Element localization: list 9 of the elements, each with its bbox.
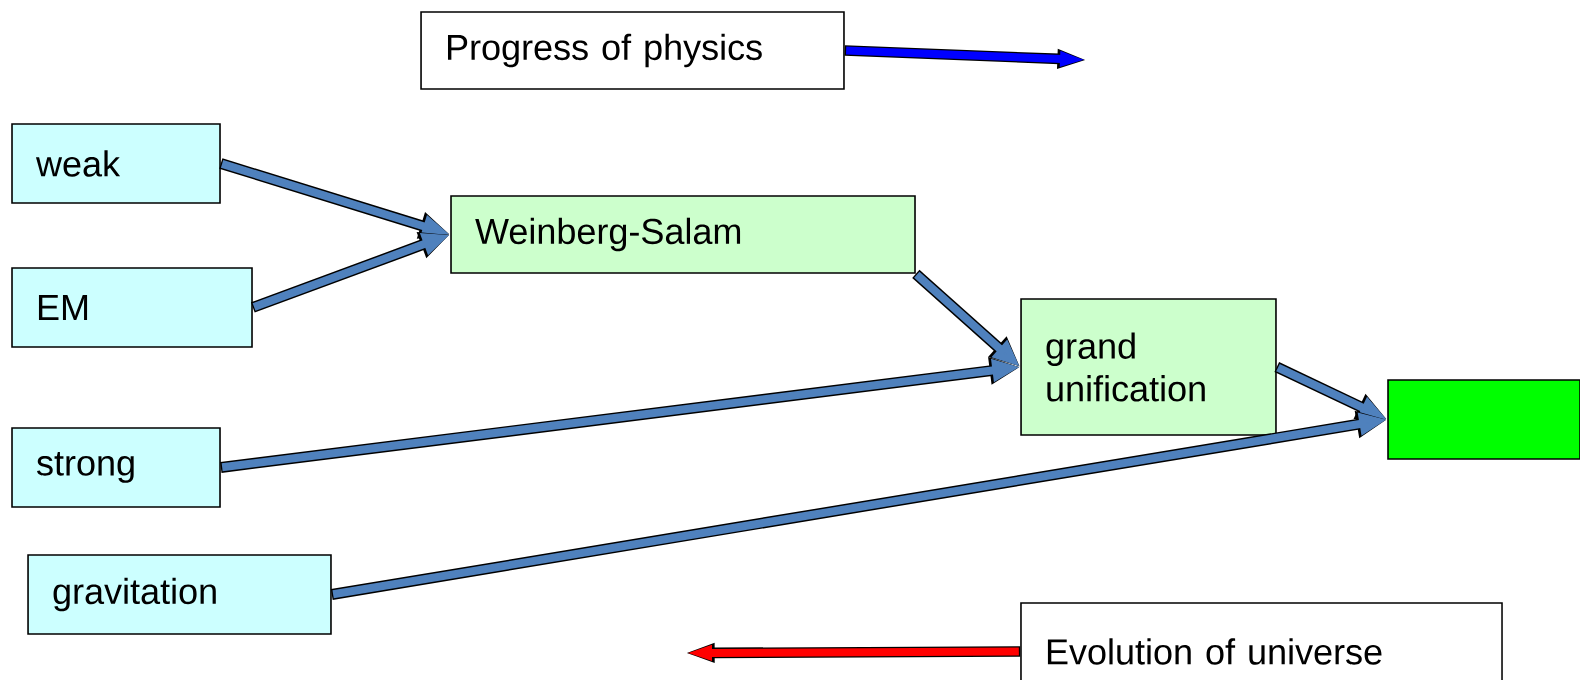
text-box: strong bbox=[11, 427, 221, 508]
text-box: EM bbox=[11, 267, 253, 348]
text-box: weak bbox=[11, 123, 221, 204]
text-box: grand unification bbox=[1020, 298, 1277, 436]
empty-box bbox=[1387, 379, 1580, 460]
text-box: Weinberg-Salam bbox=[450, 195, 916, 274]
text-box: gravitation bbox=[27, 554, 332, 635]
text-box: Evolution of universe bbox=[1020, 602, 1503, 680]
text-box: Progress of physics bbox=[420, 11, 845, 90]
